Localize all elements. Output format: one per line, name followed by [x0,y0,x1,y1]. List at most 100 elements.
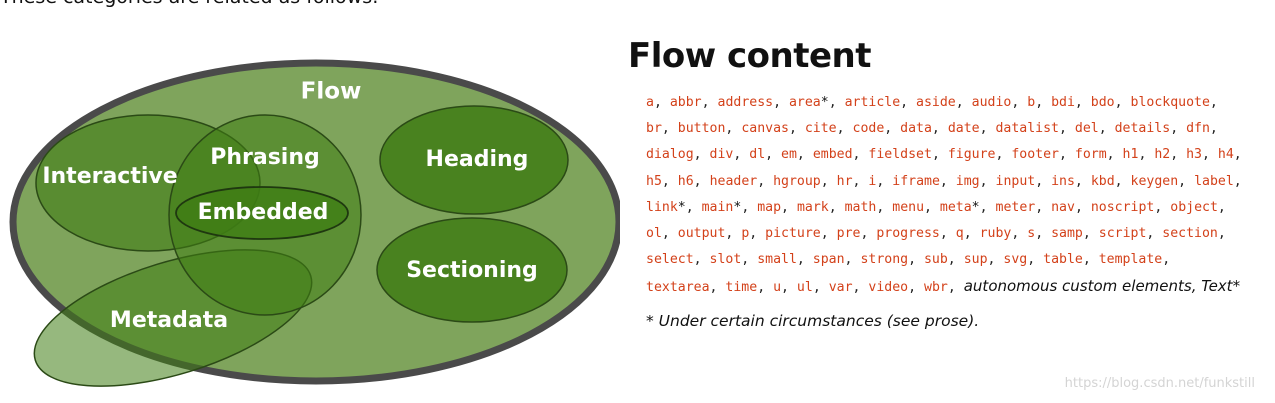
element-link-svg[interactable]: svg [1003,252,1028,268]
element-link-hr[interactable]: hr [836,173,853,189]
element-list-tail: autonomous custom elements, Text* [963,277,1241,296]
element-link-dfn[interactable]: dfn [1186,121,1210,137]
element-link-em[interactable]: em [781,147,797,163]
element-link-textarea[interactable]: textarea [646,280,710,296]
element-link-article[interactable]: article [844,95,901,110]
element-link-video[interactable]: video [868,280,909,296]
element-link-br[interactable]: br [646,121,662,137]
element-link-keygen[interactable]: keygen [1130,173,1179,189]
element-link-var[interactable]: var [828,280,853,296]
element-link-output[interactable]: output [677,226,726,242]
element-link-figure[interactable]: figure [947,147,996,163]
element-link-h6[interactable]: h6 [677,173,694,189]
element-link-bdo[interactable]: bdo [1090,95,1115,110]
element-link-select[interactable]: select [646,252,694,268]
element-link-b[interactable]: b [1027,95,1036,110]
element-link-progress[interactable]: progress [876,226,940,242]
element-link-link[interactable]: link [646,199,678,215]
element-link-i[interactable]: i [868,173,877,189]
element-link-cite[interactable]: cite [804,121,837,137]
element-link-ruby[interactable]: ruby [979,226,1012,242]
watermark: https://blog.csdn.net/funkstill [1064,376,1255,391]
element-link-dl[interactable]: dl [749,147,766,163]
element-link-span[interactable]: span [812,252,845,268]
element-link-area[interactable]: area [788,95,821,110]
element-link-menu[interactable]: menu [892,199,925,215]
element-link-ol[interactable]: ol [646,226,662,242]
element-link-h4[interactable]: h4 [1217,147,1234,163]
element-link-fieldset[interactable]: fieldset [868,147,932,163]
phrasing-label: Phrasing [210,145,320,170]
element-link-noscript[interactable]: noscript [1090,199,1155,215]
interactive-label: Interactive [42,164,177,189]
element-list: a, abbr, address, area*, article, aside,… [646,95,1242,296]
heading-region [379,105,569,215]
element-link-a[interactable]: a [646,95,654,110]
element-link-dialog[interactable]: dialog [646,147,694,163]
element-link-table[interactable]: table [1043,252,1083,268]
element-link-picture[interactable]: picture [765,226,821,242]
sectioning-label: Sectioning [406,258,538,283]
element-link-section[interactable]: section [1162,226,1218,242]
element-link-blockquote[interactable]: blockquote [1130,95,1210,110]
element-link-footer[interactable]: footer [1011,147,1059,163]
element-link-date[interactable]: date [947,121,980,137]
element-link-meter[interactable]: meter [995,199,1036,215]
element-link-sup[interactable]: sup [963,252,988,268]
element-link-iframe[interactable]: iframe [892,173,940,189]
element-link-canvas[interactable]: canvas [741,121,789,137]
metadata-label: Metadata [110,308,228,333]
element-link-div[interactable]: div [709,147,734,163]
circumstance-mark: * [971,199,980,215]
element-link-main[interactable]: main [701,199,734,215]
element-link-h3[interactable]: h3 [1186,147,1202,163]
element-link-h1[interactable]: h1 [1122,147,1139,163]
intro-text: These categories are related as follows: [0,0,379,8]
element-link-wbr[interactable]: wbr [924,280,948,296]
element-link-data[interactable]: data [900,121,932,137]
element-link-del[interactable]: del [1074,121,1099,137]
element-link-meta[interactable]: meta [939,199,972,215]
element-link-address[interactable]: address [717,95,774,110]
element-link-h2[interactable]: h2 [1154,147,1171,163]
element-link-button[interactable]: button [677,121,726,137]
element-link-u[interactable]: u [773,280,782,296]
element-link-kbd[interactable]: kbd [1090,173,1115,189]
element-link-strong[interactable]: strong [860,252,909,268]
element-link-bdi[interactable]: bdi [1051,95,1075,110]
element-link-h5[interactable]: h5 [646,173,662,189]
element-link-script[interactable]: script [1098,226,1147,242]
element-link-template[interactable]: template [1098,252,1163,268]
element-link-samp[interactable]: samp [1051,226,1083,242]
element-link-hgroup[interactable]: hgroup [773,173,821,189]
element-link-img[interactable]: img [955,173,980,189]
element-link-sub[interactable]: sub [923,252,948,268]
element-link-abbr[interactable]: abbr [669,95,702,110]
element-link-embed[interactable]: embed [812,147,853,163]
element-link-code[interactable]: code [852,121,885,137]
element-link-form[interactable]: form [1074,147,1107,163]
element-link-small[interactable]: small [757,252,797,268]
element-link-nav[interactable]: nav [1051,199,1075,215]
element-link-aside[interactable]: aside [916,95,956,110]
element-link-slot[interactable]: slot [709,252,742,268]
element-link-time[interactable]: time [725,280,758,296]
element-link-datalist[interactable]: datalist [995,121,1059,137]
element-link-ins[interactable]: ins [1051,173,1075,189]
element-link-label[interactable]: label [1194,173,1234,189]
element-link-audio[interactable]: audio [971,95,1012,110]
element-link-s[interactable]: s [1027,226,1036,242]
element-link-p[interactable]: p [741,226,750,242]
element-link-ul[interactable]: ul [796,280,813,296]
element-link-mark[interactable]: mark [796,199,829,215]
element-link-pre[interactable]: pre [836,226,861,242]
element-link-math[interactable]: math [844,199,877,215]
element-link-header[interactable]: header [709,173,758,189]
element-link-input[interactable]: input [995,173,1036,189]
element-link-map[interactable]: map [757,199,782,215]
element-link-q[interactable]: q [955,226,964,242]
element-link-details[interactable]: details [1114,121,1171,137]
footnote: * Under certain circumstances (see prose… [646,311,980,330]
element-link-object[interactable]: object [1170,199,1218,215]
circumstance-mark: * [820,95,829,110]
